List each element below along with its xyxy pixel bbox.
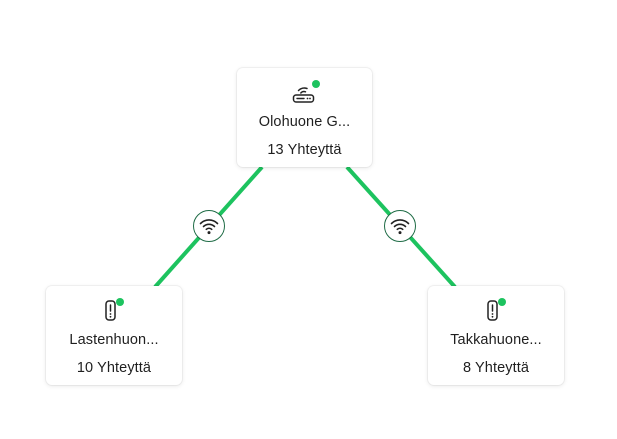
wifi-icon [390,219,410,235]
node-card-right[interactable]: Takkahuone... 8 Yhteyttä [428,286,564,385]
node-connection-count: 10 Yhteyttä [76,360,152,376]
node-name: Lastenhuon... [69,332,159,348]
node-icon-wrap [290,80,320,106]
node-icon-wrap [484,298,508,324]
node-card-gateway[interactable]: Olohuone G... 13 Yhteyttä [237,68,372,167]
link-badge-right[interactable] [384,210,416,242]
extender-icon [105,300,116,321]
node-name: Takkahuone... [450,332,542,348]
router-icon [292,87,314,103]
wifi-icon [199,219,219,235]
node-connection-count: 13 Yhteyttä [267,142,342,158]
status-online-dot [116,298,124,306]
extender-icon [487,300,498,321]
status-online-dot [498,298,506,306]
node-card-left[interactable]: Lastenhuon... 10 Yhteyttä [46,286,182,385]
status-online-dot [311,80,320,88]
node-connection-count: 8 Yhteyttä [462,360,530,376]
node-name: Olohuone G... [258,114,351,130]
node-icon-wrap [102,298,126,324]
link-badge-left[interactable] [193,210,225,242]
